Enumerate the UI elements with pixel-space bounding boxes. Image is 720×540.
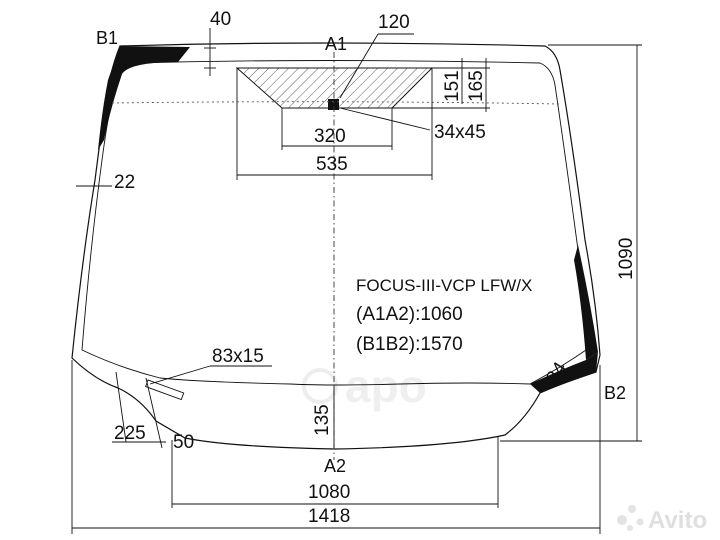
dim-sensor-width: 120 [378, 12, 410, 33]
dim-left-gap: 50 [173, 432, 194, 453]
dim-total-width: 1418 [308, 506, 350, 527]
dim-bottom-width: 1080 [308, 482, 350, 503]
glass-outer-outline [71, 42, 601, 450]
label-a1: A1 [325, 34, 347, 54]
dim-height-total: 1090 [616, 238, 637, 280]
spec-model: FOCUS-III-VCP LFW/X [356, 276, 532, 295]
label-a2: A2 [324, 456, 346, 476]
apo-watermark-text: apo [345, 360, 427, 412]
dim-top-edge-offset: 40 [210, 9, 231, 30]
shade-band-line [111, 101, 561, 105]
black-band-lower-right [530, 352, 598, 393]
dim-sensor-h1: 151 [442, 70, 463, 102]
vin-window [145, 379, 185, 401]
black-band-right [574, 245, 598, 360]
spec-a1a2: (A1A2):1060 [356, 304, 463, 325]
avito-watermark: Avito [617, 505, 707, 534]
black-band-left [98, 46, 190, 150]
dim-side-margin: 22 [114, 172, 135, 193]
label-b2: B2 [604, 383, 626, 403]
dim-sensor-h2: 165 [466, 70, 487, 102]
label-b1: B1 [96, 28, 118, 48]
dim-inner-width: 320 [314, 126, 346, 147]
dim-vin-window: 83x15 [212, 346, 264, 367]
dim-left-lower: 225 [114, 423, 146, 444]
avito-watermark-text: Avito [648, 507, 707, 534]
glass-inner-outline [81, 60, 587, 386]
spec-b1b2: (B1B2):1570 [356, 334, 463, 355]
dim-bottom-offset: 135 [312, 404, 333, 436]
dim-outer-width: 535 [316, 154, 348, 175]
rain-sensor [328, 99, 339, 110]
apo-watermark-logo: apo [302, 360, 427, 412]
dim-sensor-size: 34x45 [434, 122, 486, 143]
